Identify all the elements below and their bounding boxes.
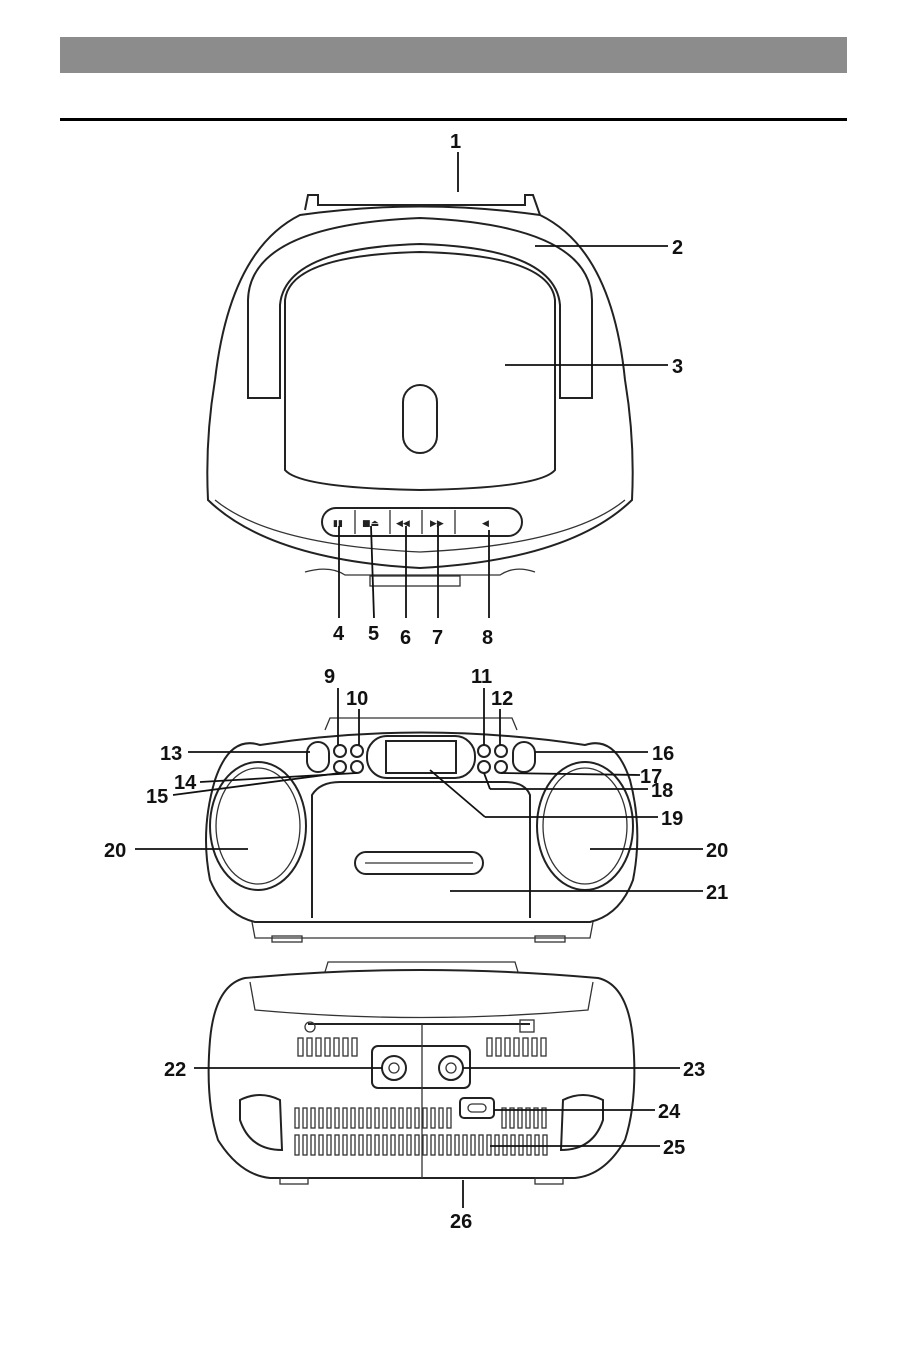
jack-23 xyxy=(439,1056,463,1080)
button-10 xyxy=(351,745,363,757)
lower-vents xyxy=(295,1108,547,1155)
play-pause-button-glyph: ▮▮ xyxy=(333,519,343,529)
left-oval-button xyxy=(307,742,329,772)
callout-14: 14 xyxy=(174,772,197,794)
button-17 xyxy=(495,761,507,773)
right-speaker xyxy=(537,762,633,890)
callout-13: 13 xyxy=(160,743,182,765)
callout-5: 5 xyxy=(368,623,379,645)
button-12 xyxy=(495,745,507,757)
button-14 xyxy=(351,761,363,773)
body-outline xyxy=(207,207,632,569)
callout-1: 1 xyxy=(450,131,461,153)
callout-12: 12 xyxy=(491,688,513,710)
right-oval-button xyxy=(513,742,535,772)
callout-19: 19 xyxy=(661,808,683,830)
callout-25: 25 xyxy=(663,1137,685,1159)
lcd-display-frame xyxy=(367,736,475,778)
callout-22: 22 xyxy=(164,1059,186,1081)
callout-10: 10 xyxy=(346,688,368,710)
lcd-display xyxy=(386,741,456,773)
callout-2: 2 xyxy=(672,237,683,259)
cd-door xyxy=(285,252,555,490)
callout-6: 6 xyxy=(400,627,411,649)
rewind-button-glyph: ◀◀ xyxy=(396,519,410,529)
callout-7: 7 xyxy=(432,627,443,649)
callout-20-right: 20 xyxy=(706,840,728,862)
carry-handle xyxy=(248,218,592,398)
switch-24 xyxy=(460,1098,494,1118)
front-view: 9 10 11 12 13 14 15 16 17 18 19 20 20 21 xyxy=(104,666,728,942)
record-button-glyph: ◀ xyxy=(482,519,489,529)
jack-22 xyxy=(382,1056,406,1080)
callout-20-left: 20 xyxy=(104,840,126,862)
button-18 xyxy=(478,761,490,773)
top-view: ▮▮ ■⏏ ◀◀ ▶▶ ◀ 1 2 3 4 5 6 7 8 xyxy=(207,131,683,649)
button-15 xyxy=(334,761,346,773)
rear-view: 22 23 24 25 26 xyxy=(164,962,705,1233)
front-body-outline xyxy=(206,733,637,923)
callout-3: 3 xyxy=(672,356,683,378)
door-grip xyxy=(403,385,437,453)
callout-15: 15 xyxy=(146,786,168,808)
callout-23: 23 xyxy=(683,1059,705,1081)
callout-26: 26 xyxy=(450,1211,472,1233)
callout-18: 18 xyxy=(651,780,673,802)
callout-4: 4 xyxy=(333,623,345,645)
callout-24: 24 xyxy=(658,1101,681,1123)
callout-11: 11 xyxy=(471,666,492,688)
callout-9: 9 xyxy=(324,666,335,688)
button-9 xyxy=(334,745,346,757)
fast-forward-button-glyph: ▶▶ xyxy=(430,519,444,529)
cassette-door xyxy=(312,782,530,918)
callout-16: 16 xyxy=(652,743,674,765)
button-11 xyxy=(478,745,490,757)
callout-8: 8 xyxy=(482,627,493,649)
callout-21: 21 xyxy=(706,882,728,904)
antenna xyxy=(305,195,540,215)
